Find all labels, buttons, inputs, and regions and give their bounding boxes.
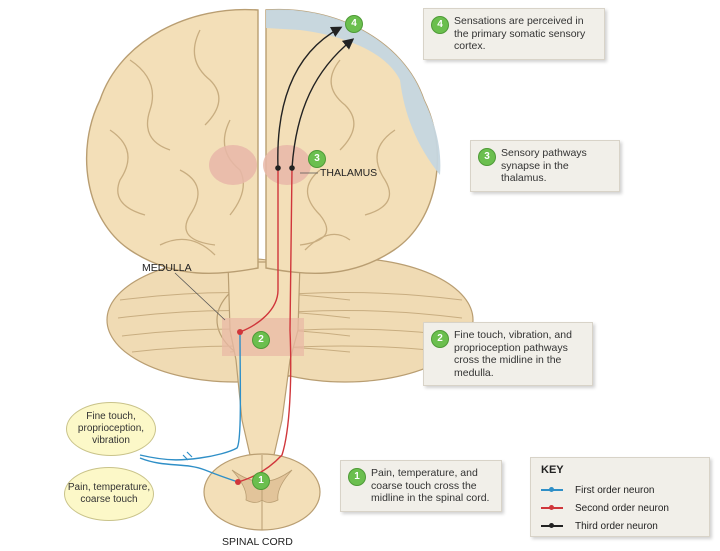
key-row-third-order: Third order neuron — [541, 520, 658, 532]
callout-step-1: 1 Pain, temperature, and coarse touch cr… — [340, 460, 502, 512]
first-order-fine-touch — [139, 331, 242, 461]
thalamus-label: THALAMUS — [320, 167, 378, 179]
callout-4-text: Sensations are perceived in the primary … — [454, 15, 586, 52]
third-order-swatch — [541, 523, 563, 528]
step-1-badge: 1 — [252, 472, 270, 490]
key-first-order-label: First order neuron — [575, 484, 655, 496]
key-third-order-label: Third order neuron — [575, 520, 658, 532]
cerebrum — [85, 8, 441, 275]
callout-3-badge: 3 — [478, 148, 496, 166]
brainstem — [227, 261, 301, 456]
third-order-1 — [277, 26, 343, 169]
step-4-badge: 4 — [345, 15, 363, 33]
callout-step-2: 2 Fine touch, vibration, and propriocept… — [423, 322, 593, 386]
spinal-cord-label: SPINAL CORD — [222, 536, 293, 548]
step-2-badge: 2 — [252, 331, 270, 349]
second-order-medulla — [239, 168, 279, 333]
medulla-label: MEDULLA — [142, 262, 192, 274]
callout-2-badge: 2 — [431, 330, 449, 348]
first-order-pain — [139, 457, 239, 483]
pain-oval: Pain, temperature, coarse touch — [64, 467, 154, 521]
step-3-badge: 3 — [308, 150, 326, 168]
thalamus-region — [209, 145, 311, 185]
third-order-2 — [291, 38, 355, 169]
callout-1-text: Pain, temperature, and coarse touch cros… — [371, 467, 490, 504]
callout-step-3: 3 Sensory pathways synapse in the thalam… — [470, 140, 620, 192]
first-order-swatch — [541, 487, 563, 492]
spinal-cord-section — [203, 453, 321, 531]
key-row-second-order: Second order neuron — [541, 502, 669, 514]
callout-4-badge: 4 — [431, 16, 449, 34]
callout-3-text: Sensory pathways synapse in the thalamus… — [501, 147, 587, 184]
synapse-markers — [182, 165, 295, 485]
key-title: KEY — [541, 464, 564, 476]
leader-lines — [174, 172, 318, 321]
callout-step-4: 4 Sensations are perceived in the primar… — [423, 8, 605, 60]
key-second-order-label: Second order neuron — [575, 502, 669, 514]
callout-2-text: Fine touch, vibration, and proprioceptio… — [454, 329, 572, 379]
key-legend: KEY First order neuron Second order neur… — [530, 457, 710, 537]
second-order-swatch — [541, 505, 563, 510]
key-row-first-order: First order neuron — [541, 484, 654, 496]
callout-1-badge: 1 — [348, 468, 366, 486]
fine-touch-oval: Fine touch, proprioception, vibration — [66, 402, 156, 456]
